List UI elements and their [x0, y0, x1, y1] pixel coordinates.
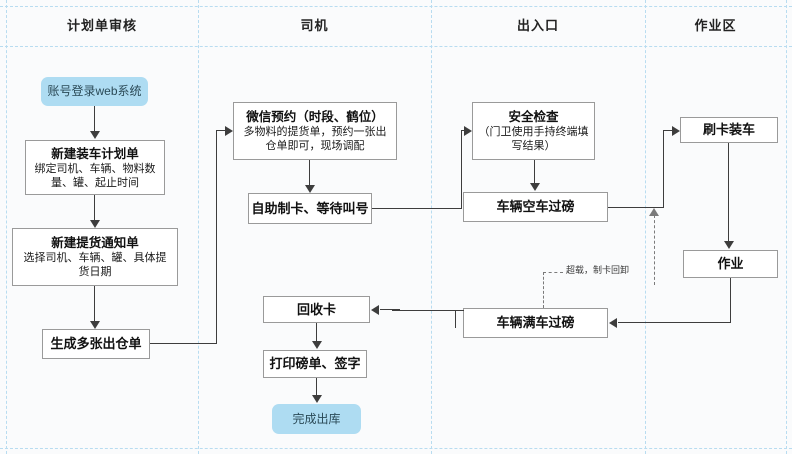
lane-title-driver: 司机 [300, 18, 329, 33]
edge-operation-down [730, 278, 732, 323]
node-print-ticket[interactable]: 打印磅单、签字 [263, 350, 367, 378]
node-safety-check-desc: （门卫使用手持终端填写结果） [478, 126, 589, 152]
edge-notice-to-generate [94, 286, 96, 322]
node-swipe-load[interactable]: 刷卡装车 [680, 117, 778, 143]
edge-overload-return-v [654, 215, 655, 285]
node-plan-order-desc: 绑定司机、车辆、物料数量、罐、起止时间 [34, 162, 156, 189]
node-recycle-card-title: 回收卡 [296, 301, 336, 317]
node-self-card-title: 自助制卡、等待叫号 [251, 200, 369, 216]
node-wechat-booking[interactable]: 微信预约（时段、鹤位） 多物料的提货单，预约一张出仓单即可，现场调配 [233, 102, 397, 160]
node-wechat-booking-desc: 多物料的提货单，预约一张出仓单即可，现场调配 [243, 126, 387, 152]
edge-label-overload: 超载，制卡回卸 [566, 265, 630, 275]
lane-header-separator [0, 46, 792, 47]
node-print-ticket-title: 打印磅单、签字 [269, 356, 361, 371]
lane-frame-left [6, 0, 7, 454]
edge-selfcard-to-safety-h [372, 208, 462, 210]
edge-generate-up [216, 131, 218, 344]
edge-selfcard-into-safety [461, 130, 466, 132]
lane-frame-right [786, 0, 787, 454]
edge-selfcard-to-safety-v [461, 130, 463, 209]
node-full-weigh-title: 车辆满车过磅 [496, 315, 575, 330]
edge-overload-dash-v [543, 272, 544, 308]
arrowhead-swipe-to-operation [723, 241, 734, 249]
edge-operation-to-fullweigh [618, 322, 731, 324]
node-empty-weigh[interactable]: 车辆空车过磅 [463, 192, 608, 222]
edge-safety-to-emptyweigh [534, 160, 536, 184]
node-plan-order-title: 新建装车计划单 [51, 146, 139, 161]
node-safety-check-title: 安全检查 [508, 110, 559, 124]
arrowhead-safety-to-emptyweigh [529, 183, 540, 191]
node-safety-check[interactable]: 安全检查 （门卫使用手持终端填写结果） [472, 102, 595, 160]
arrowhead-plan-to-notice [89, 220, 100, 228]
node-finish[interactable]: 完成出库 [272, 404, 361, 434]
node-full-weigh[interactable]: 车辆满车过磅 [463, 308, 608, 338]
lane-frame-top [0, 6, 792, 7]
edge-generate-right [150, 343, 217, 345]
lane-title-plan-review: 计划单审核 [66, 18, 137, 33]
node-swipe-load-title: 刷卡装车 [702, 122, 755, 137]
node-generate-orders[interactable]: 生成多张出仓单 [42, 329, 150, 359]
node-recycle-card[interactable]: 回收卡 [263, 296, 370, 323]
edge-login-to-plan [94, 106, 96, 132]
node-wechat-booking-title: 微信预约（时段、鹤位） [246, 110, 384, 124]
edge-overload-dash-h [543, 272, 563, 273]
arrowhead-fullweigh-to-recycle [371, 305, 379, 315]
node-empty-weigh-title: 车辆空车过磅 [496, 199, 575, 214]
arrowhead-overload-return [649, 208, 659, 216]
arrowhead-emptyweigh-to-swipe [672, 126, 680, 136]
node-operation[interactable]: 作业 [683, 250, 778, 278]
arrowhead-selfcard-to-safety [464, 126, 472, 136]
node-self-card[interactable]: 自助制卡、等待叫号 [248, 193, 372, 224]
lane-frame-bottom [0, 448, 792, 449]
edge-wechat-to-selfcard [309, 160, 311, 186]
lane-divider-2 [431, 0, 432, 454]
edge-print-to-finish [316, 378, 318, 396]
edge-fullweigh-to-recycle-h2 [380, 309, 400, 311]
edge-emptyweigh-up [663, 130, 665, 208]
arrowhead-wechat-to-selfcard [304, 185, 315, 193]
edge-plan-to-notice [94, 195, 96, 221]
node-operation-title: 作业 [717, 256, 744, 271]
arrowhead-recycle-to-print [311, 341, 322, 349]
arrowhead-print-to-finish [311, 395, 322, 403]
edge-fullweigh-corner [455, 310, 471, 328]
lane-divider-3 [645, 0, 646, 454]
lane-title-gate: 出入口 [516, 18, 559, 33]
node-pickup-notice[interactable]: 新建提货通知单 选择司机、车辆、罐、具体提货日期 [12, 228, 178, 286]
edge-emptyweigh-into-swipe [663, 130, 673, 132]
arrowhead-notice-to-generate [89, 321, 100, 329]
node-pickup-notice-desc: 选择司机、车辆、罐、具体提货日期 [23, 252, 167, 278]
arrowhead-login-to-plan [89, 131, 100, 139]
lane-divider-1 [198, 0, 199, 454]
edge-emptyweigh-right [608, 207, 664, 209]
node-plan-order[interactable]: 新建装车计划单 绑定司机、车辆、物料数量、罐、起止时间 [25, 140, 165, 195]
arrowhead-generate-to-wechat [225, 126, 233, 136]
arrowhead-operation-to-fullweigh [609, 318, 617, 328]
lane-title-work-area: 作业区 [694, 18, 737, 33]
node-pickup-notice-title: 新建提货通知单 [51, 236, 139, 250]
edge-recycle-to-print [316, 323, 318, 342]
node-login[interactable]: 账号登录web系统 [41, 77, 148, 106]
node-generate-orders-title: 生成多张出仓单 [50, 336, 142, 351]
edge-generate-into-wechat [216, 130, 226, 132]
edge-swipe-to-operation [728, 143, 730, 242]
edge-fullweigh-to-recycle-h [392, 310, 464, 312]
